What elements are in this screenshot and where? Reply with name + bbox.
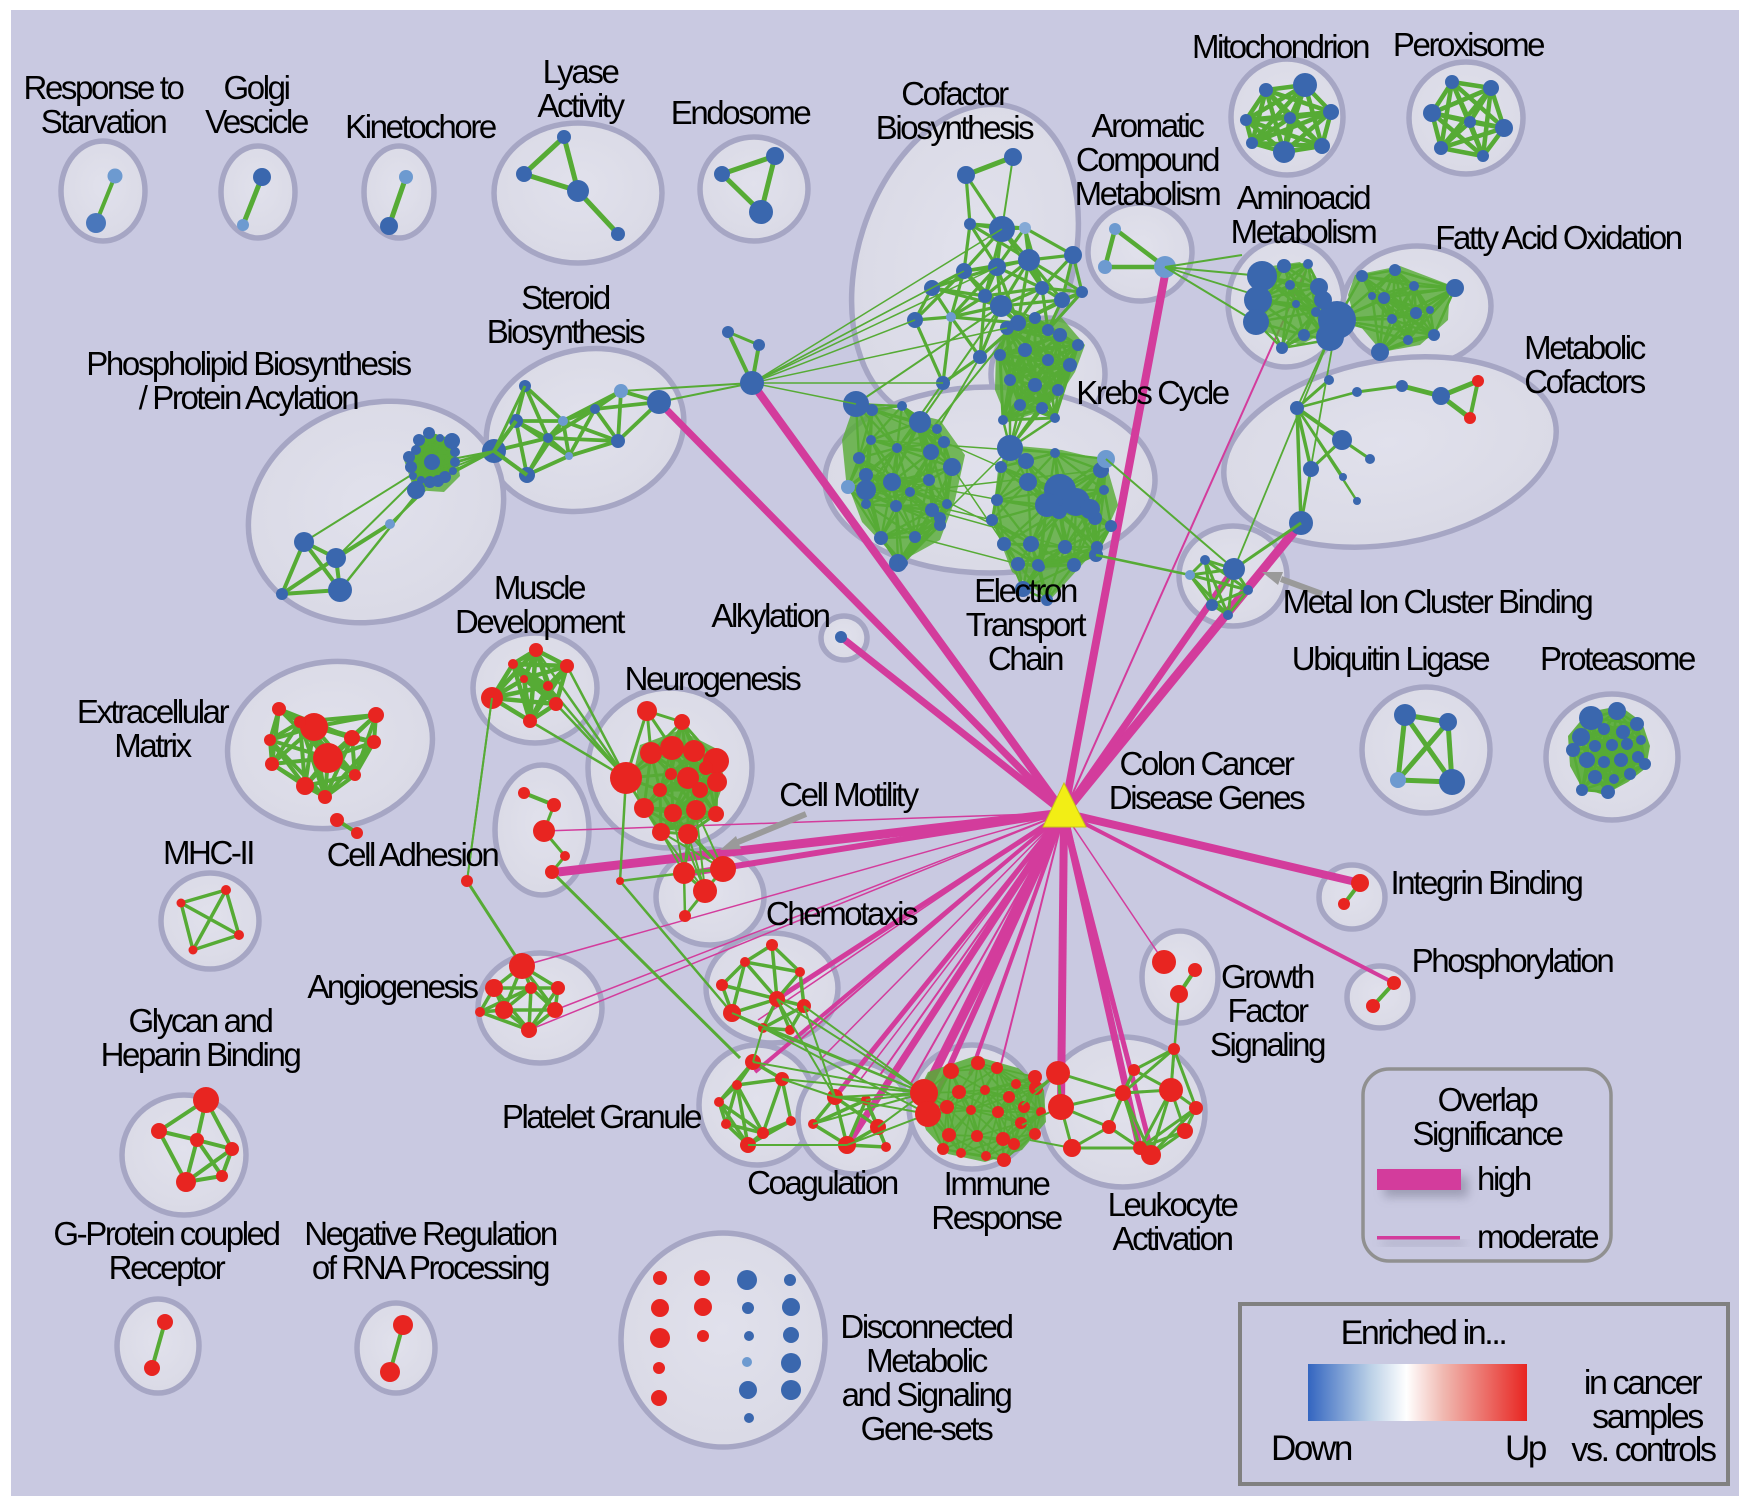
svg-text:Growth: Growth	[1221, 958, 1314, 995]
svg-text:and Signaling: and Signaling	[842, 1376, 1012, 1413]
svg-text:Activation: Activation	[1112, 1220, 1232, 1257]
svg-text:Lyase: Lyase	[543, 53, 619, 90]
svg-text:Matrix: Matrix	[114, 727, 192, 764]
svg-text:Leukocyte: Leukocyte	[1108, 1186, 1238, 1223]
svg-text:Down: Down	[1271, 1429, 1352, 1468]
svg-text:Cell Motility: Cell Motility	[779, 776, 919, 813]
svg-text:Fatty Acid Oxidation: Fatty Acid Oxidation	[1435, 219, 1682, 256]
svg-text:Krebs Cycle: Krebs Cycle	[1076, 374, 1229, 411]
svg-text:Up: Up	[1505, 1429, 1546, 1468]
svg-text:Phosphorylation: Phosphorylation	[1412, 942, 1614, 979]
svg-text:Ubiquitin Ligase: Ubiquitin Ligase	[1292, 640, 1489, 677]
svg-text:Platelet Granule: Platelet Granule	[502, 1098, 701, 1135]
svg-text:Coagulation: Coagulation	[747, 1164, 898, 1201]
svg-text:Mitochondrion: Mitochondrion	[1192, 28, 1369, 65]
svg-text:Chemotaxis: Chemotaxis	[766, 895, 918, 932]
svg-text:Heparin Binding: Heparin Binding	[101, 1036, 301, 1073]
svg-text:Transport: Transport	[966, 606, 1087, 643]
svg-text:Biosynthesis: Biosynthesis	[487, 313, 645, 350]
svg-text:Significance: Significance	[1412, 1115, 1562, 1152]
svg-text:Cell Adhesion: Cell Adhesion	[327, 836, 499, 873]
svg-text:Angiogenesis: Angiogenesis	[307, 968, 478, 1005]
svg-text:MHC-II: MHC-II	[163, 834, 253, 871]
svg-text:in cancer: in cancer	[1584, 1364, 1702, 1402]
svg-text:Kinetochore: Kinetochore	[345, 108, 496, 145]
svg-text:Gene-sets: Gene-sets	[861, 1410, 994, 1447]
svg-text:G-Protein coupled: G-Protein coupled	[53, 1215, 279, 1252]
svg-text:Immune: Immune	[944, 1165, 1050, 1202]
svg-text:Golgi: Golgi	[223, 69, 289, 106]
svg-text:Overlap: Overlap	[1438, 1081, 1538, 1118]
svg-text:Vescicle: Vescicle	[205, 103, 308, 140]
svg-text:Response: Response	[931, 1199, 1061, 1236]
svg-text:Extracellular: Extracellular	[77, 693, 230, 730]
svg-text:Metabolism: Metabolism	[1075, 175, 1221, 212]
svg-text:Metabolic: Metabolic	[866, 1342, 988, 1379]
svg-text:Cofactor: Cofactor	[901, 75, 1009, 112]
svg-text:Chain: Chain	[988, 640, 1063, 677]
svg-text:Response to: Response to	[24, 69, 184, 106]
svg-text:moderate: moderate	[1477, 1218, 1598, 1255]
svg-text:Metabolism: Metabolism	[1231, 213, 1377, 250]
svg-text:Metabolic: Metabolic	[1524, 329, 1646, 366]
svg-text:Phospholipid Biosynthesis: Phospholipid Biosynthesis	[86, 345, 411, 382]
svg-text:Electron: Electron	[974, 572, 1077, 609]
svg-text:Signaling: Signaling	[1210, 1026, 1325, 1063]
svg-text:Development: Development	[455, 603, 625, 640]
svg-text:/ Protein Acylation: / Protein Acylation	[139, 379, 359, 416]
svg-text:Compound: Compound	[1076, 141, 1219, 178]
svg-text:Integrin Binding: Integrin Binding	[1391, 864, 1583, 901]
svg-text:Steroid: Steroid	[521, 279, 610, 316]
svg-text:of RNA Processing: of RNA Processing	[312, 1249, 549, 1286]
svg-text:Alkylation: Alkylation	[711, 597, 829, 634]
svg-text:vs. controls: vs. controls	[1571, 1431, 1716, 1469]
svg-text:Cofactors: Cofactors	[1524, 363, 1646, 400]
svg-text:high: high	[1477, 1160, 1531, 1197]
svg-text:Enriched in...: Enriched in...	[1341, 1314, 1506, 1352]
svg-text:Aminoacid: Aminoacid	[1237, 179, 1371, 216]
svg-text:Disease Genes: Disease Genes	[1109, 779, 1305, 816]
svg-text:Activity: Activity	[537, 87, 625, 124]
svg-text:Proteasome: Proteasome	[1540, 640, 1695, 677]
svg-text:Muscle: Muscle	[494, 569, 585, 606]
svg-text:Metal Ion Cluster Binding: Metal Ion Cluster Binding	[1283, 583, 1593, 620]
svg-text:Endosome: Endosome	[671, 94, 811, 131]
svg-text:Colon Cancer: Colon Cancer	[1120, 745, 1295, 782]
svg-text:Peroxisome: Peroxisome	[1393, 26, 1544, 63]
svg-text:Glycan and: Glycan and	[129, 1002, 273, 1039]
svg-text:Negative Regulation: Negative Regulation	[304, 1215, 557, 1252]
svg-text:samples: samples	[1592, 1398, 1703, 1436]
svg-text:Factor: Factor	[1227, 992, 1309, 1029]
svg-text:Receptor: Receptor	[109, 1249, 226, 1286]
svg-text:Aromatic: Aromatic	[1092, 107, 1205, 144]
svg-text:Neurogenesis: Neurogenesis	[625, 660, 802, 697]
svg-text:Starvation: Starvation	[41, 103, 167, 140]
svg-text:Biosynthesis: Biosynthesis	[876, 109, 1034, 146]
svg-text:Disconnected: Disconnected	[840, 1308, 1012, 1345]
